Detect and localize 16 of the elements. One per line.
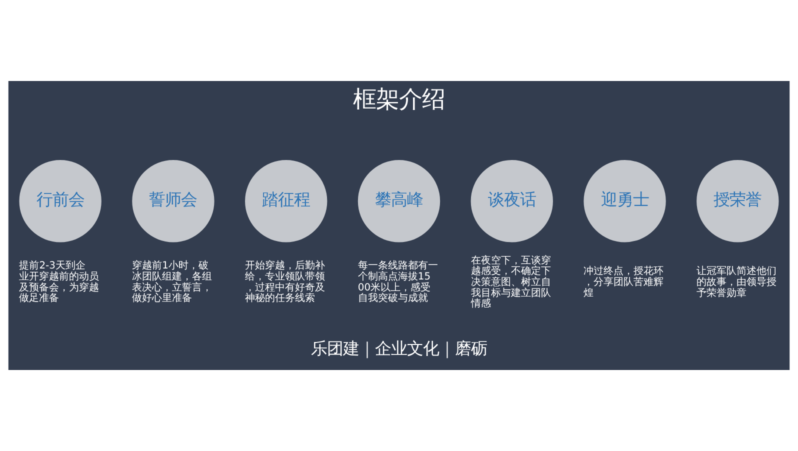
- label: 乐团建｜企业文化｜磨砺: [311, 339, 487, 358]
- node-label: 冲过终点，授花环，分享团队苦难辉煌: [584, 266, 664, 299]
- node-label: 在夜空下，互谈穿越感受，不确定下决策意图、树立自我目标与建立团队情感: [470, 255, 551, 310]
- node-circle: 踏征程: [245, 160, 328, 242]
- node-label: 每一条线路都有一个制高点海拔1500米以上，感受自我突破与成就: [358, 260, 438, 304]
- node-circle: 授荣誉: [696, 160, 779, 242]
- node-label: 让冠军队简述他们的故事，由领导授予荣誉勋章: [696, 266, 777, 299]
- node-circle: 谈夜话: [470, 160, 553, 242]
- diagram-title: 框架介绍: [353, 85, 445, 114]
- node-label: 提前2-3天到企业开穿越前的动员及预备会，为穿越做足准备: [19, 260, 100, 304]
- node-circle: 攀高峰: [358, 160, 440, 242]
- node-label: 开始穿越，后勤补给，专业领队带领，过程中有好奇及神秘的任务线索: [245, 260, 326, 304]
- node-circle: 迎勇士: [584, 160, 666, 242]
- node-circle: 行前会: [19, 160, 102, 242]
- node-label: 穿越前1小时，破冰团队组建，各组表决心，立誓言，做好心里准备: [132, 260, 212, 304]
- node-circle: 誓师会: [132, 160, 214, 242]
